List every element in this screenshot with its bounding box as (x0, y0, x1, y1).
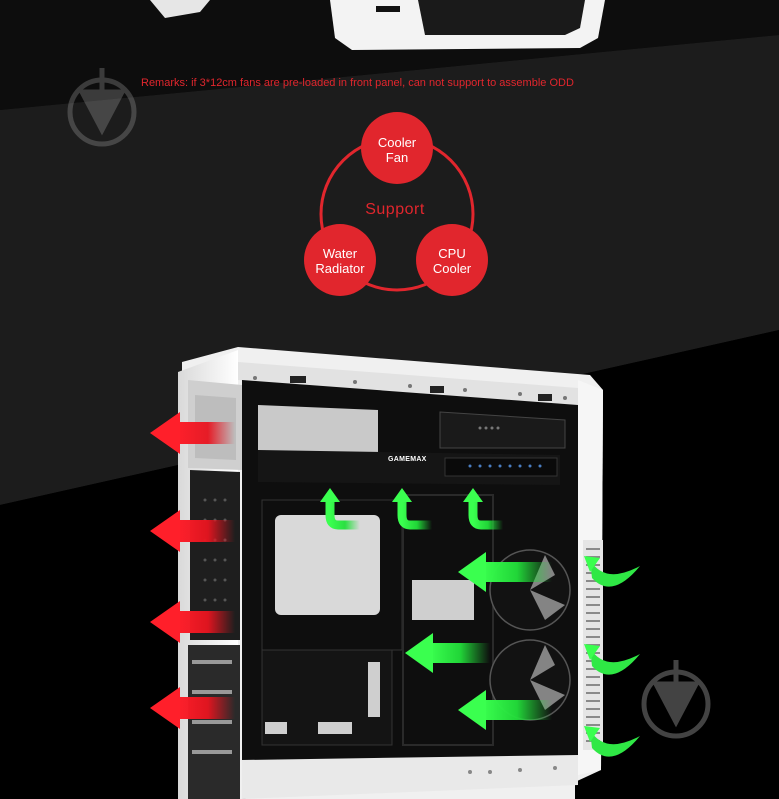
exhaust-arrow (150, 601, 235, 643)
intake-arrow (458, 552, 552, 592)
cpu-cooler-label-line2: Cooler (432, 261, 472, 276)
water-radiator-label-line2: Radiator (315, 261, 365, 276)
intake-arrows (405, 552, 552, 730)
support-title: Support (365, 201, 425, 218)
water-radiator-label-line1: Water (322, 246, 358, 261)
upward-arrow (463, 488, 508, 530)
front-intake-swooshes (584, 556, 640, 757)
download-arrow-icon (641, 660, 711, 739)
water-radiator-circle (304, 224, 376, 296)
intake-arrow (405, 633, 490, 673)
top-case-image (150, 0, 605, 50)
cooler-fan-label-line1: Cooler (377, 135, 417, 150)
case-brand-logo: GAMEMAX (388, 456, 427, 463)
upward-arrow (320, 488, 365, 530)
cooler-fan-label-line2: Fan (385, 150, 409, 165)
cpu-cooler-circle (416, 224, 488, 296)
exhaust-arrow (150, 510, 235, 552)
intake-arrow (458, 690, 552, 730)
cpu-cooler-label-line1: CPU (438, 246, 466, 261)
exhaust-arrows (150, 412, 235, 729)
cpu-cooler-label: CPU Cooler (412, 246, 492, 276)
support-diagram (304, 112, 488, 296)
upward-airflow-arrows (320, 488, 508, 530)
exhaust-arrow (150, 687, 235, 729)
remarks-text: Remarks: if 3*12cm fans are pre-loaded i… (141, 77, 574, 89)
download-arrow-icon (67, 68, 137, 147)
exhaust-arrow (150, 412, 235, 454)
cooler-fan-label: Cooler Fan (357, 135, 437, 165)
upward-arrow (392, 488, 437, 530)
cooler-fan-circle (361, 112, 433, 184)
water-radiator-label: Water Radiator (300, 246, 380, 276)
